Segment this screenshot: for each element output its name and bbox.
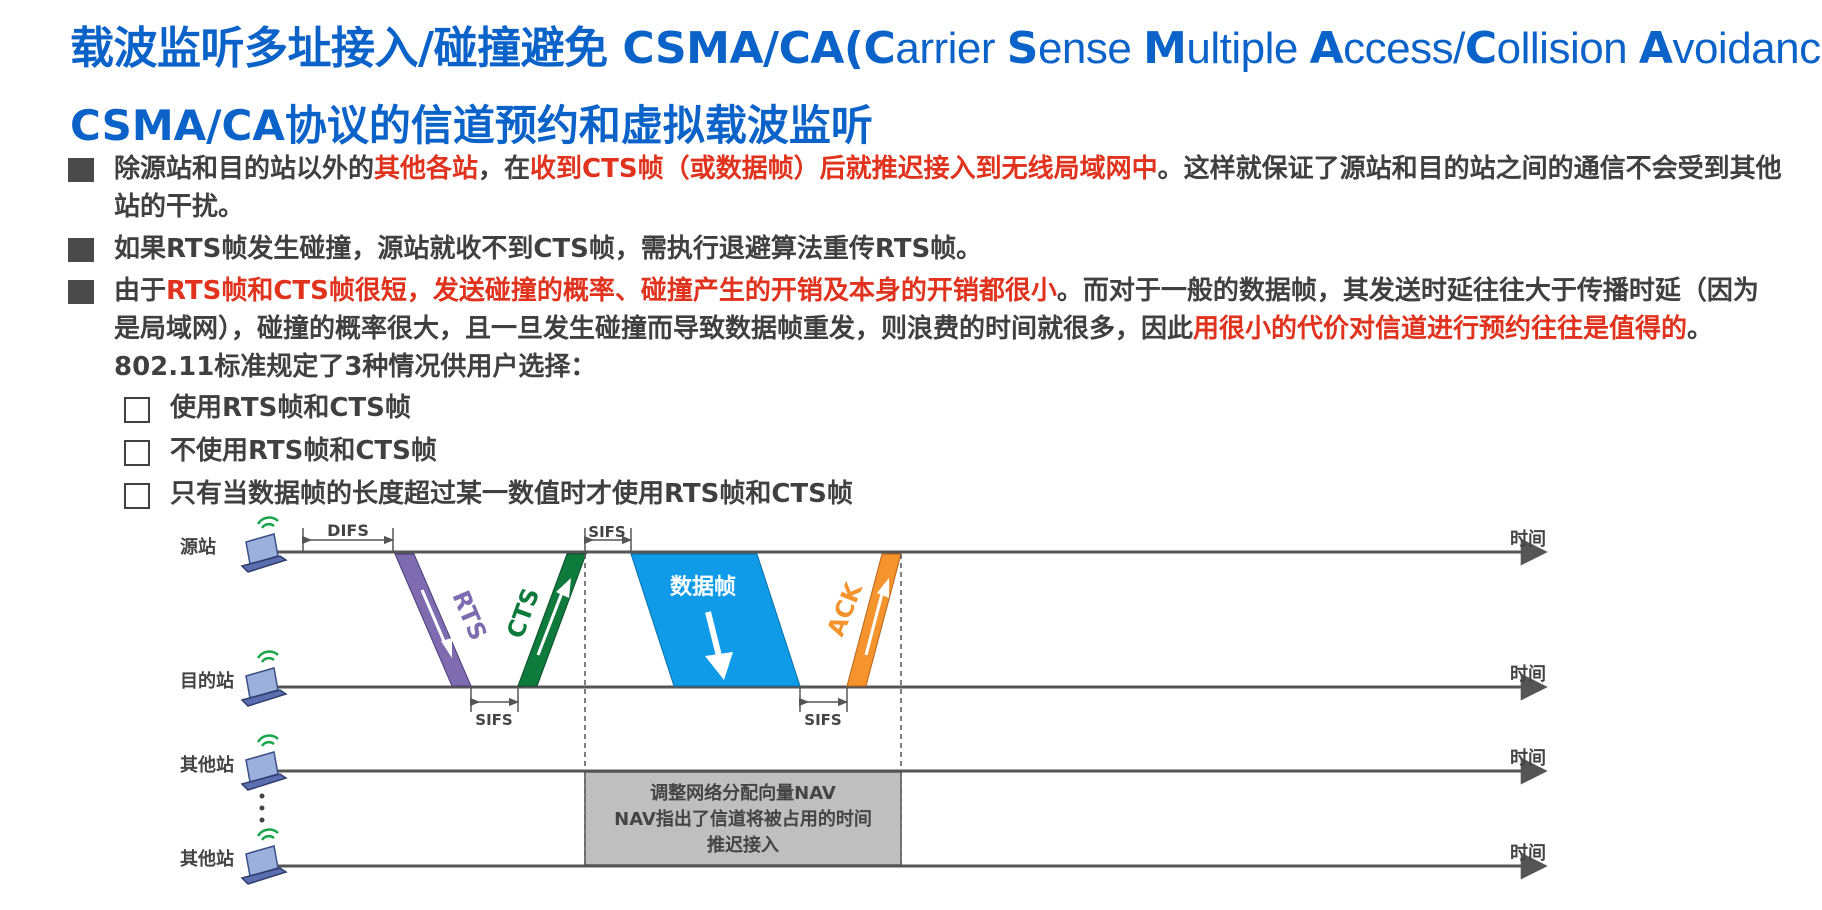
ellipsis-icon	[259, 793, 265, 823]
checkbox-square-icon	[124, 440, 150, 466]
section-subtitle: CSMA/CA协议的信道预约和虚拟载波监听	[70, 101, 873, 150]
checkbox-square-icon	[124, 483, 150, 509]
bullet-square-icon	[68, 238, 94, 262]
title-initial: A	[1309, 23, 1344, 74]
nav-line-3: 推迟接入	[707, 834, 779, 856]
sifs-label: SIFS	[588, 523, 625, 541]
option-list: 使用RTS帧和CTS帧不使用RTS帧和CTS帧只有当数据帧的长度超过某一数值时才…	[122, 387, 853, 516]
title-word-rest: ense	[1037, 24, 1144, 73]
bullet-item: 如果RTS帧发生碰撞，源站就收不到CTS帧，需执行退避算法重传RTS帧。	[64, 230, 1784, 268]
highlight-text: 其他各站	[374, 154, 479, 184]
bullet-square-icon	[68, 280, 94, 304]
title-initial: M	[1143, 23, 1187, 74]
nav-line-2: NAV指出了信道将被占用的时间	[614, 808, 872, 830]
laptop-wifi-icon	[240, 516, 288, 573]
option-item: 只有当数据帧的长度超过某一数值时才使用RTS帧和CTS帧	[122, 473, 853, 516]
time-label-source: 时间	[1510, 529, 1546, 550]
bullet-text: 如果RTS帧发生碰撞，源站就收不到CTS帧，需执行退避算法重传RTS帧。	[114, 234, 983, 264]
title-initial: C	[863, 23, 896, 74]
option-label: 不使用RTS帧和CTS帧	[170, 436, 437, 466]
highlight-text: RTS帧和CTS帧很短，发送碰撞的概率、碰撞产生的开销及本身的开销都很小	[166, 276, 1057, 306]
title-initial: C	[1464, 23, 1497, 74]
sifs-interval-destination-2: SIFS	[798, 687, 849, 729]
data-frame-shape	[630, 553, 801, 687]
laptop-wifi-icon	[240, 734, 288, 791]
ack-frame: ACK	[822, 553, 902, 687]
sifs-label: SIFS	[804, 711, 841, 729]
sifs-label: SIFS	[475, 711, 512, 729]
title-word-rest: ultiple	[1186, 24, 1310, 73]
sifs-interval-destination-1: SIFS	[469, 687, 520, 729]
difs-label: DIFS	[327, 521, 369, 540]
title-prefix: 载波监听多址接入/碰撞避免 CSMA/CA(	[70, 23, 864, 74]
title-word-rest: arrier	[895, 24, 1007, 73]
checkbox-square-icon	[124, 397, 150, 423]
bullet-item: 除源站和目的站以外的其他各站，在收到CTS帧（或数据帧）后就推迟接入到无线局域网…	[64, 150, 1784, 226]
title-expansion: Carrier Sense Multiple Access/Collision …	[864, 23, 1822, 74]
option-item: 不使用RTS帧和CTS帧	[122, 430, 853, 473]
sifs-interval-source: SIFS	[583, 523, 633, 552]
title-word-rest: voidance	[1672, 24, 1822, 73]
cts-frame: CTS	[501, 553, 587, 687]
bullet-text: 除源站和目的站以外的	[114, 154, 375, 184]
difs-interval: DIFS	[301, 521, 395, 552]
laptop-wifi-icon	[240, 650, 288, 707]
title-word-rest: ollision	[1496, 24, 1639, 73]
data-frame: 数据帧	[630, 553, 801, 687]
station-label-other-2: 其他站	[180, 848, 234, 870]
time-label-other-2: 时间	[1510, 843, 1546, 864]
page-title: 载波监听多址接入/碰撞避免 CSMA/CA(Carrier Sense Mult…	[70, 12, 1822, 76]
option-label: 只有当数据帧的长度超过某一数值时才使用RTS帧和CTS帧	[170, 479, 853, 509]
nav-box: 调整网络分配向量NAV NAV指出了信道将被占用的时间 推迟接入	[584, 771, 902, 866]
rts-frame: RTS	[394, 553, 492, 687]
time-label-destination: 时间	[1510, 664, 1546, 685]
bullet-item: 由于RTS帧和CTS帧很短，发送碰撞的概率、碰撞产生的开销及本身的开销都很小。而…	[64, 272, 1784, 386]
highlight-text: 用很小的代价对信道进行预约往往是值得的	[1193, 314, 1688, 344]
bullet-text: 。802.11标准规定了3种情况供用户选择：	[114, 314, 1714, 382]
time-label-other-1: 时间	[1510, 748, 1546, 769]
bullet-text: 由于	[114, 276, 167, 306]
title-initial: S	[1006, 23, 1039, 74]
highlight-text: 收到CTS帧（或数据帧）后就推迟接入到无线局域网中	[530, 154, 1158, 184]
title-word-rest: ccess/	[1343, 24, 1465, 73]
bullet-text: ，在	[478, 154, 531, 184]
title-initial: A	[1638, 23, 1673, 74]
station-label-source: 源站	[180, 536, 216, 558]
bullet-text: 。而对于一般的数据帧，其发送时延往往大于传播时延（因为是局域网），碰撞的概率很大…	[114, 276, 1759, 344]
station-label-destination: 目的站	[180, 670, 234, 692]
laptop-wifi-icon	[240, 828, 288, 885]
bullet-list: 除源站和目的站以外的其他各站，在收到CTS帧（或数据帧）后就推迟接入到无线局域网…	[64, 150, 1784, 390]
bullet-square-icon	[68, 158, 94, 182]
data-frame-label: 数据帧	[670, 574, 736, 600]
nav-line-1: 调整网络分配向量NAV	[650, 782, 836, 804]
bullet-text: 。这样就保证了源站和目的站之间的通信不会受到其他站的干扰。	[114, 154, 1782, 222]
option-label: 使用RTS帧和CTS帧	[170, 393, 411, 423]
rts-label: RTS	[446, 586, 492, 644]
station-label-other-1: 其他站	[180, 754, 234, 776]
option-item: 使用RTS帧和CTS帧	[122, 387, 853, 430]
